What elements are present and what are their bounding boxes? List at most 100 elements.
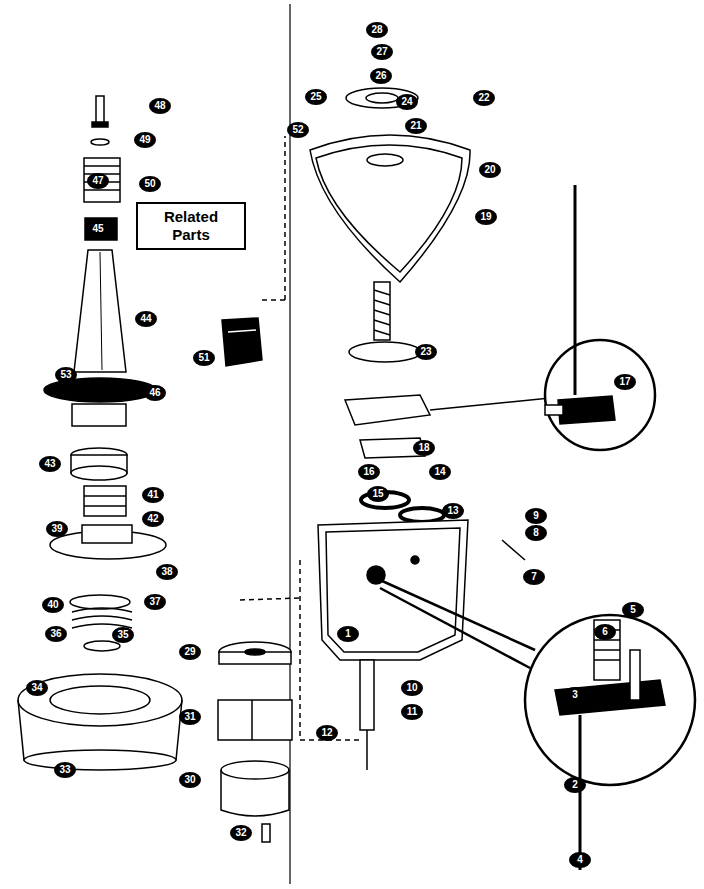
callout-text: 51: [198, 353, 209, 363]
callout-number: 36: [45, 626, 67, 642]
callout-text: 14: [434, 467, 445, 477]
callout-number: 40: [42, 597, 64, 613]
callout-number: 48: [149, 98, 171, 114]
callout-number: 22: [473, 90, 495, 106]
callout-text: 8: [533, 528, 539, 538]
callout-number: 38: [156, 564, 178, 580]
callout-text: 9: [533, 511, 539, 521]
callout-number: 18: [413, 440, 435, 456]
callout-number: 52: [287, 122, 309, 138]
callout-text: 37: [149, 597, 160, 607]
callout-number: 44: [135, 311, 157, 327]
callout-text: 15: [372, 489, 383, 499]
callout-number: 47: [87, 173, 109, 189]
callout-text: 20: [484, 165, 495, 175]
callout-number: 25: [305, 89, 327, 105]
callout-number: 43: [39, 456, 61, 472]
callout-text: 1: [345, 629, 351, 639]
callout-number: 37: [144, 594, 166, 610]
callout-text: 34: [31, 683, 42, 693]
callout-number: 2: [564, 777, 586, 793]
callout-text: 45: [92, 224, 103, 234]
callout-text: 23: [420, 347, 431, 357]
callout-number: 20: [479, 162, 501, 178]
callout-number: 1: [337, 626, 359, 642]
callout-text: 33: [59, 765, 70, 775]
callout-number: 27: [371, 44, 393, 60]
callout-number: 51: [193, 350, 215, 366]
callout-text: 24: [401, 97, 412, 107]
callout-number: 46: [144, 385, 166, 401]
callout-text: 12: [321, 728, 332, 738]
callout-text: 25: [310, 92, 321, 102]
callout-number: 29: [179, 644, 201, 660]
callout-text: 7: [531, 572, 537, 582]
callout-number: 39: [46, 521, 68, 537]
callout-number: 50: [139, 176, 161, 192]
callout-text: 46: [149, 388, 160, 398]
callout-number: 13: [442, 503, 464, 519]
callout-text: 11: [407, 707, 418, 717]
callout-number: 19: [475, 209, 497, 225]
callout-number: 28: [366, 22, 388, 38]
callout-number: 15: [367, 486, 389, 502]
callout-number: 42: [142, 511, 164, 527]
callout-number: 32: [230, 825, 252, 841]
callout-text: 27: [376, 47, 387, 57]
callout-text: 32: [235, 828, 246, 838]
callout-text: 21: [410, 121, 421, 131]
callout-number: 11: [401, 704, 423, 720]
callout-text: 36: [50, 629, 61, 639]
callout-text: 13: [447, 506, 458, 516]
callout-text: 47: [92, 176, 103, 186]
callout-number: 8: [525, 525, 547, 541]
callout-text: 31: [184, 712, 195, 722]
callout-text: 52: [292, 125, 303, 135]
callout-number: 23: [415, 344, 437, 360]
callout-text: 26: [375, 71, 386, 81]
callout-text: 41: [147, 490, 158, 500]
callout-text: 28: [371, 25, 382, 35]
callout-number: 7: [523, 569, 545, 585]
callout-text: 29: [184, 647, 195, 657]
callout-text: 35: [117, 630, 128, 640]
callout-number: 33: [54, 762, 76, 778]
callout-number: 31: [179, 709, 201, 725]
callout-number: 4: [569, 852, 591, 868]
callout-number: 45: [87, 221, 109, 237]
callout-number: 6: [594, 624, 616, 640]
callout-text: 5: [630, 605, 636, 615]
callout-number: 34: [26, 680, 48, 696]
callout-text: 4: [577, 855, 583, 865]
related-parts-box: Related Parts: [136, 202, 246, 250]
callout-number: 24: [396, 94, 418, 110]
callout-text: 39: [51, 524, 62, 534]
callout-text: 42: [147, 514, 158, 524]
callout-text: 18: [418, 443, 429, 453]
callout-text: 44: [140, 314, 151, 324]
callout-number: 21: [405, 118, 427, 134]
callout-number: 5: [622, 602, 644, 618]
callout-text: 43: [44, 459, 55, 469]
callout-number: 35: [112, 627, 134, 643]
callout-text: 2: [572, 780, 578, 790]
callout-number: 30: [179, 772, 201, 788]
callout-number: 26: [370, 68, 392, 84]
callout-number: 53: [55, 367, 77, 383]
callout-text: 48: [154, 101, 165, 111]
callout-number: 41: [142, 487, 164, 503]
callout-text: 30: [184, 775, 195, 785]
callout-number: 10: [401, 680, 423, 696]
box-label: Related Parts: [146, 208, 236, 244]
callout-number: 12: [316, 725, 338, 741]
callout-text: 6: [602, 627, 608, 637]
callout-text: 40: [47, 600, 58, 610]
callout-text: 49: [139, 135, 150, 145]
callout-number: 49: [134, 132, 156, 148]
callout-text: 19: [480, 212, 491, 222]
callout-text: 16: [363, 467, 374, 477]
callout-text: 38: [161, 567, 172, 577]
callout-number: 9: [525, 508, 547, 524]
callout-text: 53: [60, 370, 71, 380]
